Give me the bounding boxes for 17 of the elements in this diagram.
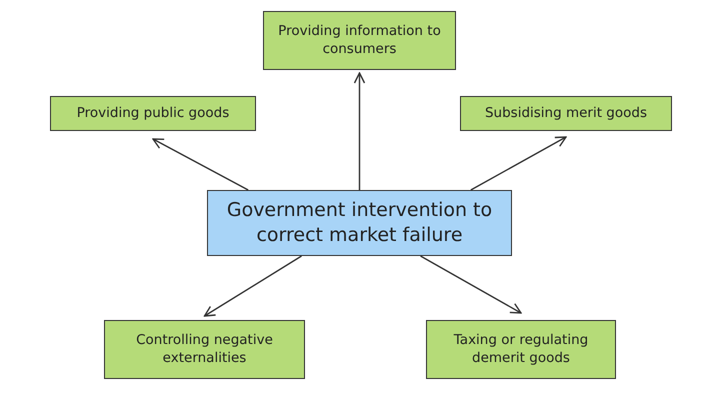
arrow	[420, 255, 522, 314]
branch-box	[104, 320, 305, 379]
box-text: Providing public goods	[76, 104, 230, 122]
arrow	[204, 255, 302, 317]
branch-box	[263, 11, 456, 70]
central-topic-box	[207, 190, 512, 256]
arrow	[152, 138, 248, 191]
topic-text: Government intervention to correct market failure	[226, 198, 494, 248]
box-text: Providing information to consumers	[277, 22, 442, 58]
arrow	[470, 136, 567, 191]
box-text: Controlling negative externalities	[135, 332, 274, 368]
branch-box	[460, 96, 672, 131]
box-text: Taxing or regulating demerit goods	[452, 332, 590, 368]
arrow	[354, 72, 366, 190]
branch-box	[50, 96, 256, 131]
box-text: Subsidising merit goods	[484, 104, 648, 122]
branch-box	[426, 320, 616, 379]
